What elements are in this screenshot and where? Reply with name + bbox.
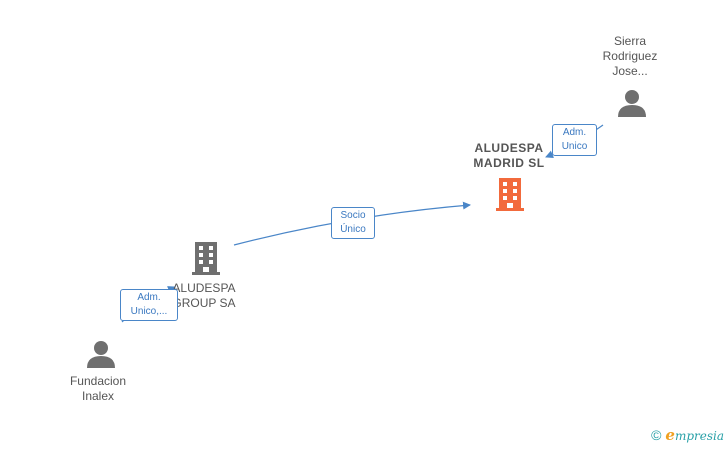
person-icon[interactable] xyxy=(86,339,116,369)
brand-logo: empresia xyxy=(665,426,724,444)
edge-label-adm-unico-top[interactable]: Adm. Unico xyxy=(552,124,597,156)
copyright-icon: © xyxy=(651,427,662,443)
node-label-aludespa-group[interactable]: ALUDESPA GROUP SA xyxy=(172,281,236,310)
building-icon[interactable] xyxy=(190,240,222,276)
person-icon[interactable] xyxy=(617,88,647,118)
brand-footer: © empresia xyxy=(651,426,724,444)
edge-label-adm-unico-bottom[interactable]: Adm. Unico,... xyxy=(120,289,178,321)
building-icon-main[interactable] xyxy=(494,176,526,212)
edge-label-socio-unico[interactable]: Socio Único xyxy=(331,207,375,239)
node-label-fundacion[interactable]: Fundacion Inalex xyxy=(69,374,127,403)
node-label-sierra[interactable]: Sierra Rodriguez Jose... xyxy=(602,34,658,78)
node-label-aludespa-madrid[interactable]: ALUDESPA MADRID SL xyxy=(473,141,545,170)
